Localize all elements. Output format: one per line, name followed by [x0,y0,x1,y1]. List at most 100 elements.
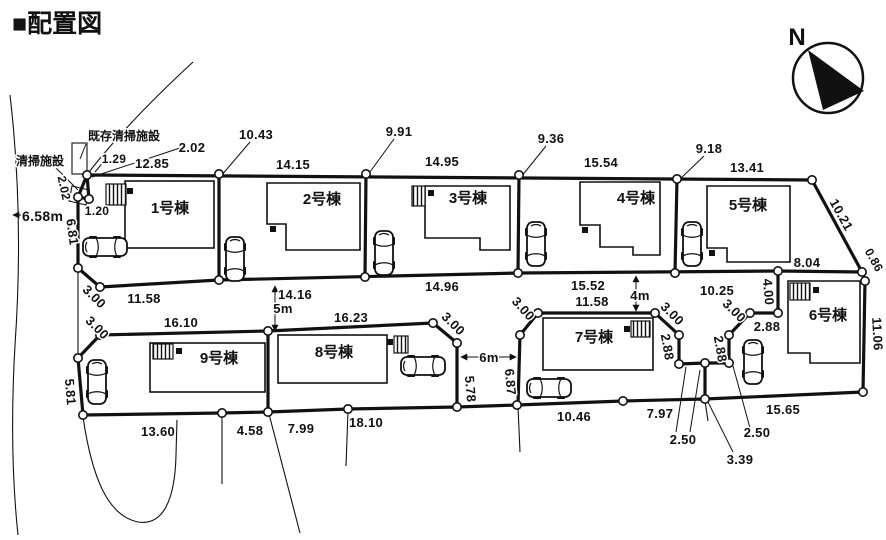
dim-nw-129: 1.29 [102,152,127,166]
building-8: 8号棟 [277,334,409,384]
west-road-edge-curve [9,94,20,536]
divider-lot4-5 [673,177,679,275]
building-6-marker [813,287,819,293]
building-6: 6号棟 [787,280,861,364]
dim-turn-288h: 2.88 [754,319,781,334]
dim-nw-202-left: 2.02 [55,175,74,202]
buildings-group: 1号棟 2号棟 3号棟 4号棟 5号棟 6号棟 [105,180,861,393]
car-icon [372,230,396,276]
extension-line-2 [268,413,301,534]
extension-line-4 [517,406,521,453]
building-1-label: 1号棟 [151,199,190,217]
dim-turn-288-left: 2.88 [658,333,677,362]
dim-top-lot4: 15.54 [584,155,619,170]
northwest-corner-triangle [76,173,91,201]
existing-cleaning-facility-label: 既存清掃施設 [88,128,161,143]
dim-rn-lot3: 14.96 [425,279,459,294]
road-edge-lines [9,61,709,536]
dim-lot9-left: 5.81 [62,378,79,406]
dim-turn-250-right: 2.50 [744,425,771,440]
divider-lot2-3 [363,172,368,279]
road-width-5m-label: 5m [273,301,292,316]
dim-lot8-top: 16.23 [334,310,368,325]
building-7: 7号棟 [542,317,654,371]
dim-lot8-diag: 3.00 [439,309,468,338]
building-1: 1号棟 [105,180,215,249]
building-8-label: 8号棟 [315,343,354,361]
cleaning-facility-label: 清掃施設 [16,153,65,168]
page-title: ■配置図 [12,10,102,38]
lot6-north-edge [776,269,864,274]
building-3-entrance-hatch [411,185,426,207]
dim-turn-250-left: 2.50 [670,432,697,447]
dim-top-lot3: 14.95 [425,154,459,169]
building-2: 2号棟 [266,182,361,251]
building-7-entrance-hatch [630,320,651,338]
dim-lot7-top: 11.58 [575,294,608,309]
dim-top-b12: 10.43 [239,127,273,142]
car-icon [526,376,572,400]
divider-lot3-4 [516,173,521,275]
dim-lot6-top: 8.04 [794,255,821,270]
building-1-marker [127,188,133,194]
dim-top-lot2: 14.15 [276,157,310,172]
dim-nw-120: 1.20 [85,204,110,218]
compass-needle [808,50,864,110]
building-7-marker [624,326,630,332]
extension-line-3 [345,410,349,467]
building-3-footprint [424,185,511,251]
building-1-entrance-hatch [105,183,127,206]
car-icon [223,236,247,282]
dim-lot8-bottom: 18.10 [349,415,383,430]
dim-nw-681: 6.81 [63,218,82,246]
building-3-label: 3号棟 [449,189,488,207]
building-9-marker [176,348,182,354]
building-6-label: 6号棟 [809,306,848,324]
boundary-nodes [73,169,870,420]
car-icon [741,339,765,385]
building-3-marker [428,190,434,196]
building-4: 4号棟 [579,181,661,256]
dim-top-lot5: 13.41 [730,160,764,175]
building-2-footprint [266,182,361,251]
building-4-marker [582,227,588,233]
dim-top-b23: 9.91 [386,124,413,139]
building-4-label: 4号棟 [617,189,656,207]
building-4-footprint [579,181,661,256]
car-icon [680,221,704,267]
building-9-label: 9号棟 [200,349,239,367]
dim-nw-202-top: 2.02 [179,140,206,155]
dim-lot9-diag2: 3.00 [83,313,112,342]
building-8-footprint [277,334,388,384]
dim-rn-lot2: 14.16 [278,287,312,302]
dim-east-side: 11.06 [869,317,886,351]
leader-lines [12,138,751,453]
road-width-4m-label: 4m [630,288,649,303]
building-2-marker [270,226,276,232]
road-width-6m-label: 6m [479,350,498,365]
building-2-label: 2号棟 [303,190,342,208]
existing-cleaning-facility-shape [71,142,88,175]
north-compass: N [788,24,865,115]
dim-lot8-right: 5.78 [462,375,479,403]
lot8-north-east-edge [266,321,459,409]
building-1-footprint [124,180,215,249]
dim-turn-288-right: 2.88 [711,335,730,364]
dim-lot9-bottom: 13.60 [141,424,175,439]
dim-top-lot1: 12.85 [135,156,169,171]
building-5-footprint [706,185,791,263]
building-6-entrance-hatch [789,282,811,301]
building-7-label: 7号棟 [575,328,614,346]
building-5-marker [709,250,715,256]
dimension-labels: 2.02 1.29 12.85 10.43 14.15 9.91 14.95 9… [21,123,886,469]
dim-458: 4.58 [237,423,264,438]
car-icon [400,354,446,378]
building-8-marker [387,339,393,345]
dim-top-b45: 9.18 [696,141,723,156]
car-icon [85,359,109,405]
dim-turn-stem: 3.39 [727,452,754,467]
dim-lot8-west: 7.99 [288,421,315,436]
building-5-label: 5号棟 [729,196,768,214]
